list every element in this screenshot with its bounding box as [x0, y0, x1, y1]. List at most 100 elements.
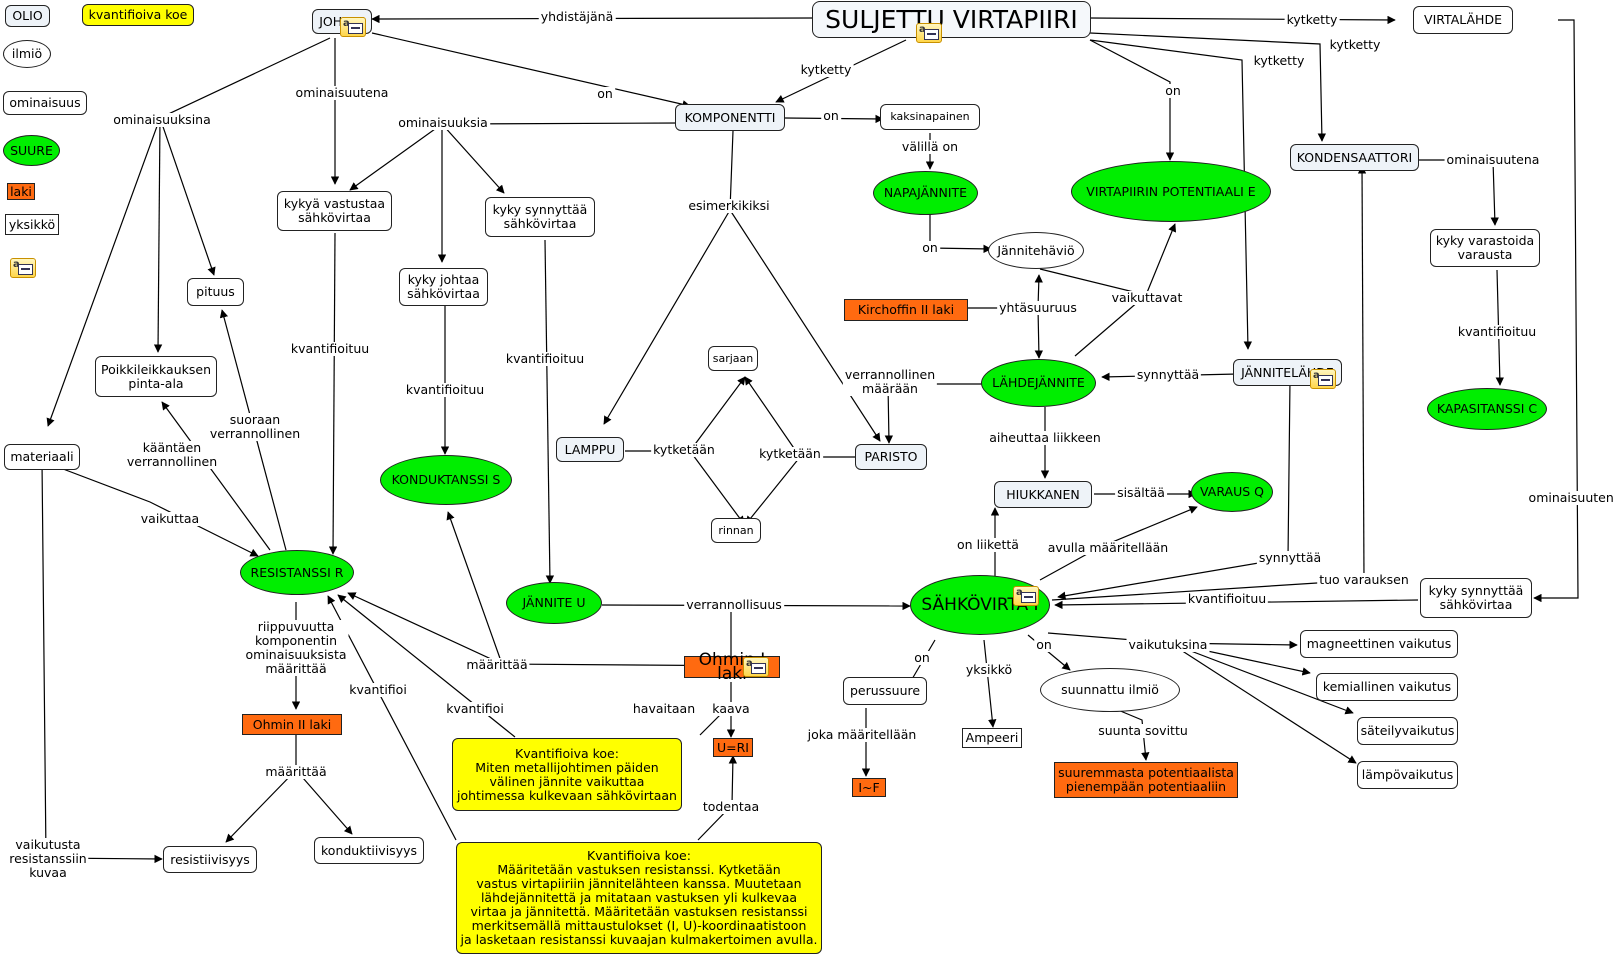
node-kyky-johtaa[interactable]: kyky johtaa sähkövirtaa [399, 268, 488, 306]
label-todentaa: todentaa [700, 799, 762, 814]
label-kvantifioituu-johtaa: kvantifioituu [403, 382, 487, 397]
label-kvantifioituu-vastustaa: kvantifioituu [288, 341, 372, 356]
node-lamppu[interactable]: LAMPPU [556, 437, 624, 462]
label-kvantifioituu-synnyttaa: kvantifioituu [503, 351, 587, 366]
label-kytketty-jannitelahde: kytketty [1251, 53, 1307, 68]
node-kirchhoffin-laki[interactable]: Kirchoffin II laki [844, 299, 968, 321]
label-ominaisuutena-johdin: ominaisuutena [293, 85, 391, 100]
node-konduktanssi[interactable]: KONDUKTANSSI S [380, 455, 512, 505]
node-kapasitanssi[interactable]: KAPASITANSSI C [1427, 388, 1547, 430]
note-icon[interactable]: a [1310, 369, 1336, 389]
node-sateily[interactable]: säteilyvaikutus [1357, 717, 1458, 745]
legend-olio: OLIO [5, 5, 50, 27]
legend-suure: SUURE [3, 135, 60, 166]
node-materiaali[interactable]: materiaali [4, 444, 80, 470]
legend-koe: kvantifioiva koe [82, 4, 194, 26]
label-verrannollinen-maaraan: verrannollinen määrään [842, 367, 938, 396]
node-rinnan[interactable]: rinnan [711, 518, 761, 543]
node-ampeeri[interactable]: Ampeeri [962, 728, 1022, 748]
node-perussuure[interactable]: perussuure [843, 677, 927, 705]
node-kyky-synnyttaa-vl[interactable]: kyky synnyttää sähkövirtaa [1420, 578, 1532, 618]
label-avulla-maaritellaan: avulla määritellään [1045, 540, 1171, 555]
label-aiheuttaa-liikkeen: aiheuttaa liikkeen [987, 430, 1103, 445]
label-ominaisuutena-virtalahde: ominaisuutena [1526, 491, 1613, 505]
label-kytketaan-lamppu: kytketään [651, 442, 717, 457]
label-sisaltaa: sisältää [1115, 485, 1167, 500]
legend-note-icon: a [10, 258, 36, 278]
node-lampo[interactable]: lämpövaikutus [1357, 761, 1458, 789]
node-suunta[interactable]: suuremmasta potentiaalista pienempään po… [1054, 762, 1238, 798]
node-varaus[interactable]: VARAUS Q [1191, 472, 1273, 512]
label-riippuvuutta: riippuvuutta komponentin ominaisuuksista… [243, 619, 349, 676]
label-on-kaksinapainen: on [821, 108, 841, 123]
node-sarjaan[interactable]: sarjaan [708, 346, 758, 371]
node-kyky-synnyttaa-sahkovirtaa[interactable]: kyky synnyttää sähkövirtaa [485, 197, 595, 237]
node-napajannite[interactable]: NAPAJÄNNITE [873, 171, 978, 215]
label-havaitaan: havaitaan [630, 701, 698, 716]
legend-ominaisuus: ominaisuus [3, 91, 87, 115]
label-ominaisuuksia: ominaisuuksia [396, 115, 490, 130]
label-on-suunnattu: on [1034, 637, 1054, 652]
label-verrannollisuus: verrannollisuus [684, 597, 784, 612]
node-poikkileikkaus[interactable]: Poikkileikkauksen pinta-ala [95, 356, 217, 397]
node-konduktiivisyys[interactable]: konduktiivisyys [314, 837, 424, 864]
label-on-liiketta: on liikettä [955, 537, 1021, 552]
label-suunta-sovittu: suunta sovittu [1096, 723, 1190, 738]
node-kyky-varastoida[interactable]: kyky varastoida varausta [1430, 229, 1540, 267]
label-valilla-on: välillä on [899, 139, 961, 154]
label-synnyttaa-lahdejannite: synnyttää [1134, 367, 1202, 382]
label-on-perussuure: on [912, 650, 932, 665]
node-jannitehavio[interactable]: Jännitehäviö [988, 232, 1084, 269]
note-icon[interactable]: a [1013, 586, 1039, 606]
label-kvantifioi-1: kvantifioi [444, 701, 506, 716]
label-kaava: kaava [710, 701, 752, 716]
label-yhtasuuruus: yhtäsuuruus [997, 300, 1079, 315]
node-paristo[interactable]: PARISTO [855, 444, 927, 470]
node-suljettu-virtapiiri[interactable]: SULJETTU VIRTAPIIRI [812, 1, 1091, 38]
node-kvantifioiva-koe-2[interactable]: Kvantifioiva koe: Määritetään vastuksen … [456, 842, 822, 954]
node-i-f[interactable]: I~F [852, 778, 886, 797]
node-virtalahde[interactable]: VIRTALÄHDE [1413, 6, 1513, 34]
node-suunnattu-ilmio[interactable]: suunnattu ilmiö [1040, 668, 1180, 712]
node-kyky-vastustaa[interactable]: kykyä vastustaa sähkövirtaa [277, 191, 392, 231]
label-kytketty-virtalahde: kytketty [1284, 12, 1340, 27]
label-yhdistajana: yhdistäjänä [538, 9, 616, 24]
label-kaantaen-verrannollinen: kääntäen verrannollinen [124, 440, 220, 469]
label-on: on [595, 86, 615, 101]
label-joka-maaritellaan: joka määritellään [805, 727, 919, 742]
label-vaikuttaa: vaikuttaa [138, 511, 202, 526]
label-on-potentiaali: on [1163, 83, 1183, 98]
node-jannite[interactable]: JÄNNITE U [506, 582, 602, 624]
node-resistiivisyys[interactable]: resistiivisyys [163, 846, 257, 873]
label-ominaisuutena-kondensaattori: ominaisuutena [1444, 152, 1542, 167]
node-hiukkanen[interactable]: HIUKKANEN [994, 481, 1092, 508]
node-kemiallinen[interactable]: kemiallinen vaikutus [1316, 673, 1458, 701]
label-kytketaan-paristo: kytketään [757, 446, 823, 461]
label-vaikutusta-resistanssiin: vaikutusta resistanssiin kuvaa [7, 837, 89, 880]
node-resistanssi[interactable]: RESISTANSSI R [240, 550, 354, 595]
label-kytketty-komponentti: kytketty [798, 62, 854, 77]
node-pituus[interactable]: pituus [187, 278, 244, 306]
node-ohmin-ii-laki[interactable]: Ohmin II laki [242, 714, 342, 735]
node-lahdejannite[interactable]: LÄHDEJÄNNITE [981, 359, 1096, 407]
node-kaksinapainen[interactable]: kaksinapainen [880, 104, 980, 130]
label-esimerkikiksi: esimerkikiksi [686, 198, 772, 213]
node-kondensaattori[interactable]: KONDENSAATTORI [1290, 144, 1419, 171]
node-komponentti[interactable]: KOMPONENTTI [675, 104, 785, 131]
legend-laki: laki [7, 183, 35, 200]
label-ominaisuuksina: ominaisuuksina [111, 112, 213, 127]
label-maarittaa-ohmin-i: määrittää [464, 657, 530, 672]
node-magneettinen[interactable]: magneettinen vaikutus [1300, 630, 1458, 658]
label-on-jannitehavio: on [920, 240, 940, 255]
label-synnyttaa-sahkovirta: synnyttää [1256, 550, 1324, 565]
node-u-ri[interactable]: U=RI [713, 738, 753, 757]
label-vaikuttavat: vaikuttavat [1109, 290, 1185, 305]
label-kytketty-kondensaattori: kytketty [1327, 37, 1383, 52]
note-icon[interactable]: a [916, 23, 942, 43]
note-icon[interactable]: a [340, 17, 366, 37]
node-kvantifioiva-koe-1[interactable]: Kvantifioiva koe: Miten metallijohtimen … [452, 738, 682, 811]
label-maarittaa-ohmin-ii: määrittää [263, 764, 329, 779]
note-icon[interactable]: a [743, 657, 769, 677]
node-virtapiirin-potentiaali[interactable]: VIRTAPIIRIN POTENTIAALI E [1071, 161, 1271, 222]
